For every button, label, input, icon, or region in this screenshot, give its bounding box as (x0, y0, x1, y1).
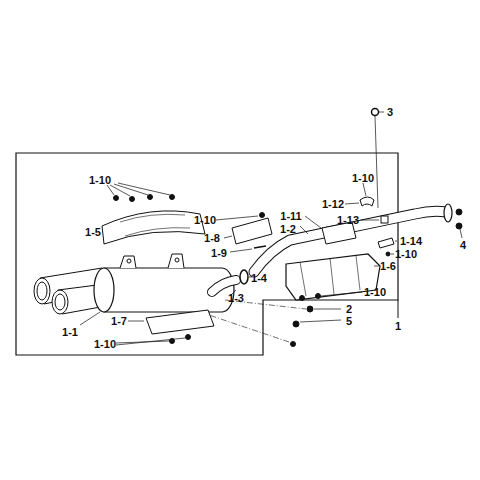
bolts (114, 195, 175, 202)
bolt (254, 246, 266, 248)
center-line (200, 300, 306, 343)
callout-number: 1-4 (251, 272, 267, 284)
callout-number: 1-10 (352, 172, 374, 184)
callout-number: 1-10 (89, 174, 111, 186)
leader-line (305, 216, 321, 228)
pipe-flange (444, 204, 452, 222)
leader-line (300, 309, 341, 322)
clamp (360, 197, 374, 206)
callout-number: 1-11 (280, 210, 301, 222)
callout-number: 4 (460, 239, 466, 251)
tail-tip (34, 278, 50, 304)
leader-line (345, 183, 366, 204)
leader-line (300, 226, 308, 234)
tail-tip-inner (37, 282, 47, 300)
nut (381, 216, 388, 223)
gasket (240, 270, 248, 284)
bolt (386, 252, 390, 256)
leader-line (128, 321, 144, 322)
muffler-end (94, 268, 114, 312)
callout-number: 1-10 (395, 248, 417, 260)
tail-tip-inner (55, 294, 65, 310)
converter-ribs (300, 256, 360, 296)
leader-line (374, 266, 379, 267)
leader-line (460, 229, 462, 238)
leader-line (116, 338, 185, 345)
callout-number: 1-9 (211, 247, 227, 259)
bolts (300, 294, 321, 301)
nut (372, 109, 379, 116)
shield-ribs (120, 214, 190, 236)
bracket (378, 238, 394, 248)
heat-shield (146, 310, 214, 334)
inlet-pipe (212, 280, 236, 292)
callout-number: 2 (346, 303, 352, 315)
bolt (307, 306, 313, 312)
hanger-hole (127, 259, 131, 263)
leader-line (216, 216, 258, 238)
hanger-hole (175, 258, 179, 262)
callout-number: 1-6 (380, 260, 396, 272)
leader-line (361, 220, 379, 221)
callout-number: 1-2 (280, 223, 296, 235)
callout-number: 3 (387, 106, 393, 118)
callout-number: 1-12 (322, 198, 344, 210)
leader-line (375, 112, 384, 208)
callout-number: 1-10 (194, 214, 216, 226)
callout-number: 1-13 (337, 214, 359, 226)
pipe-shield (232, 218, 272, 244)
callout-number: 1-14 (400, 235, 422, 247)
leader-line (80, 312, 100, 325)
hanger-bracket (120, 254, 184, 268)
heat-shield (102, 211, 205, 244)
leader-line (230, 249, 252, 252)
callout-number: 1-7 (111, 315, 127, 327)
assembly-outline (16, 153, 398, 355)
bolt (291, 342, 296, 347)
callout-number: 1-10 (364, 286, 386, 298)
leader-line (107, 183, 170, 196)
inlet-pipe-fill (212, 280, 236, 292)
leader-line (398, 300, 399, 318)
callout-number: 1-5 (85, 226, 101, 238)
callout-number: 1-1 (62, 326, 78, 338)
callout-number: 1-3 (228, 292, 244, 304)
callout-number: 1-10 (94, 338, 116, 350)
callout-number: 5 (346, 315, 352, 327)
bolt (260, 213, 265, 218)
tail-tip (52, 290, 68, 314)
callout-number: 1-8 (204, 232, 220, 244)
leader-line (321, 292, 362, 296)
callout-number: 1 (395, 320, 401, 332)
bolt (293, 321, 299, 327)
bolts (456, 209, 462, 229)
